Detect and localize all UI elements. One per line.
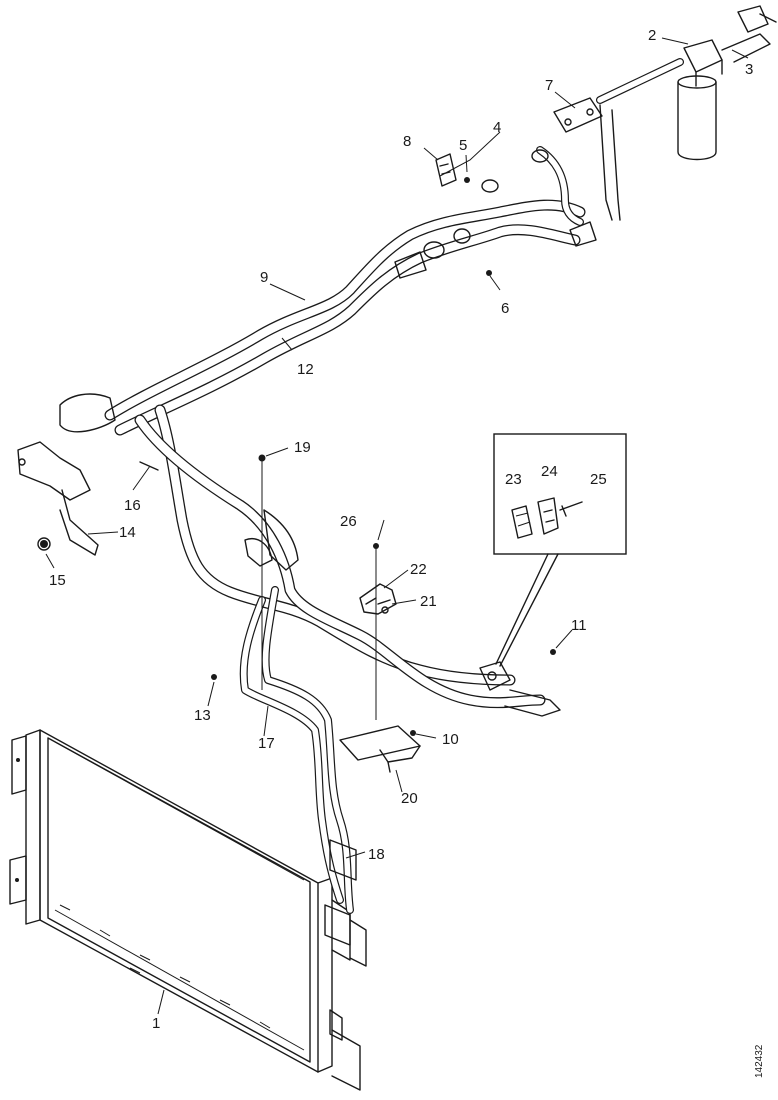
connector-couplings <box>394 221 597 279</box>
callout-11: 11 <box>571 617 587 634</box>
callout-20: 20 <box>401 790 418 807</box>
bracket-7 <box>481 97 603 226</box>
callout-3: 3 <box>745 61 753 78</box>
fitting-11 <box>479 661 561 717</box>
clamp-8 <box>435 153 457 187</box>
pipe-to-condenser <box>239 509 357 946</box>
detail-inset <box>493 433 627 667</box>
clamp-21-22 <box>359 583 397 615</box>
drawing-code: 142432 <box>754 1044 765 1078</box>
bracket-20 <box>339 725 421 773</box>
callout-26: 26 <box>340 513 357 530</box>
fasteners <box>37 177 556 736</box>
callout-17: 17 <box>258 735 275 752</box>
callout-9: 9 <box>260 269 268 286</box>
callout-4: 4 <box>493 119 501 136</box>
callout-5: 5 <box>459 137 467 154</box>
callout-13: 13 <box>194 707 211 724</box>
bracket-14 <box>17 441 99 556</box>
callout-23: 23 <box>505 471 522 488</box>
callout-labels: 2 3 4 5 6 7 8 9 10 11 12 13 14 15 16 17 … <box>49 27 753 1032</box>
callout-7: 7 <box>545 77 553 94</box>
callout-6: 6 <box>501 300 509 317</box>
callout-24: 24 <box>541 463 558 480</box>
callout-8: 8 <box>403 133 411 150</box>
callout-1: 1 <box>152 1015 160 1032</box>
callout-12: 12 <box>297 361 314 378</box>
callout-16: 16 <box>124 497 141 514</box>
receiver-drier <box>596 5 777 221</box>
callout-2: 2 <box>648 27 656 44</box>
leader-lines <box>45 37 749 1015</box>
condenser <box>9 729 367 1091</box>
callout-22: 22 <box>410 561 427 578</box>
callout-14: 14 <box>119 524 136 541</box>
callout-10: 10 <box>442 731 459 748</box>
callout-15: 15 <box>49 572 66 589</box>
pipe-12 <box>114 224 581 436</box>
callout-25: 25 <box>590 471 607 488</box>
pipe-9 <box>104 199 586 421</box>
callout-21: 21 <box>420 593 437 610</box>
callout-18: 18 <box>368 846 385 863</box>
callout-19: 19 <box>294 439 311 456</box>
